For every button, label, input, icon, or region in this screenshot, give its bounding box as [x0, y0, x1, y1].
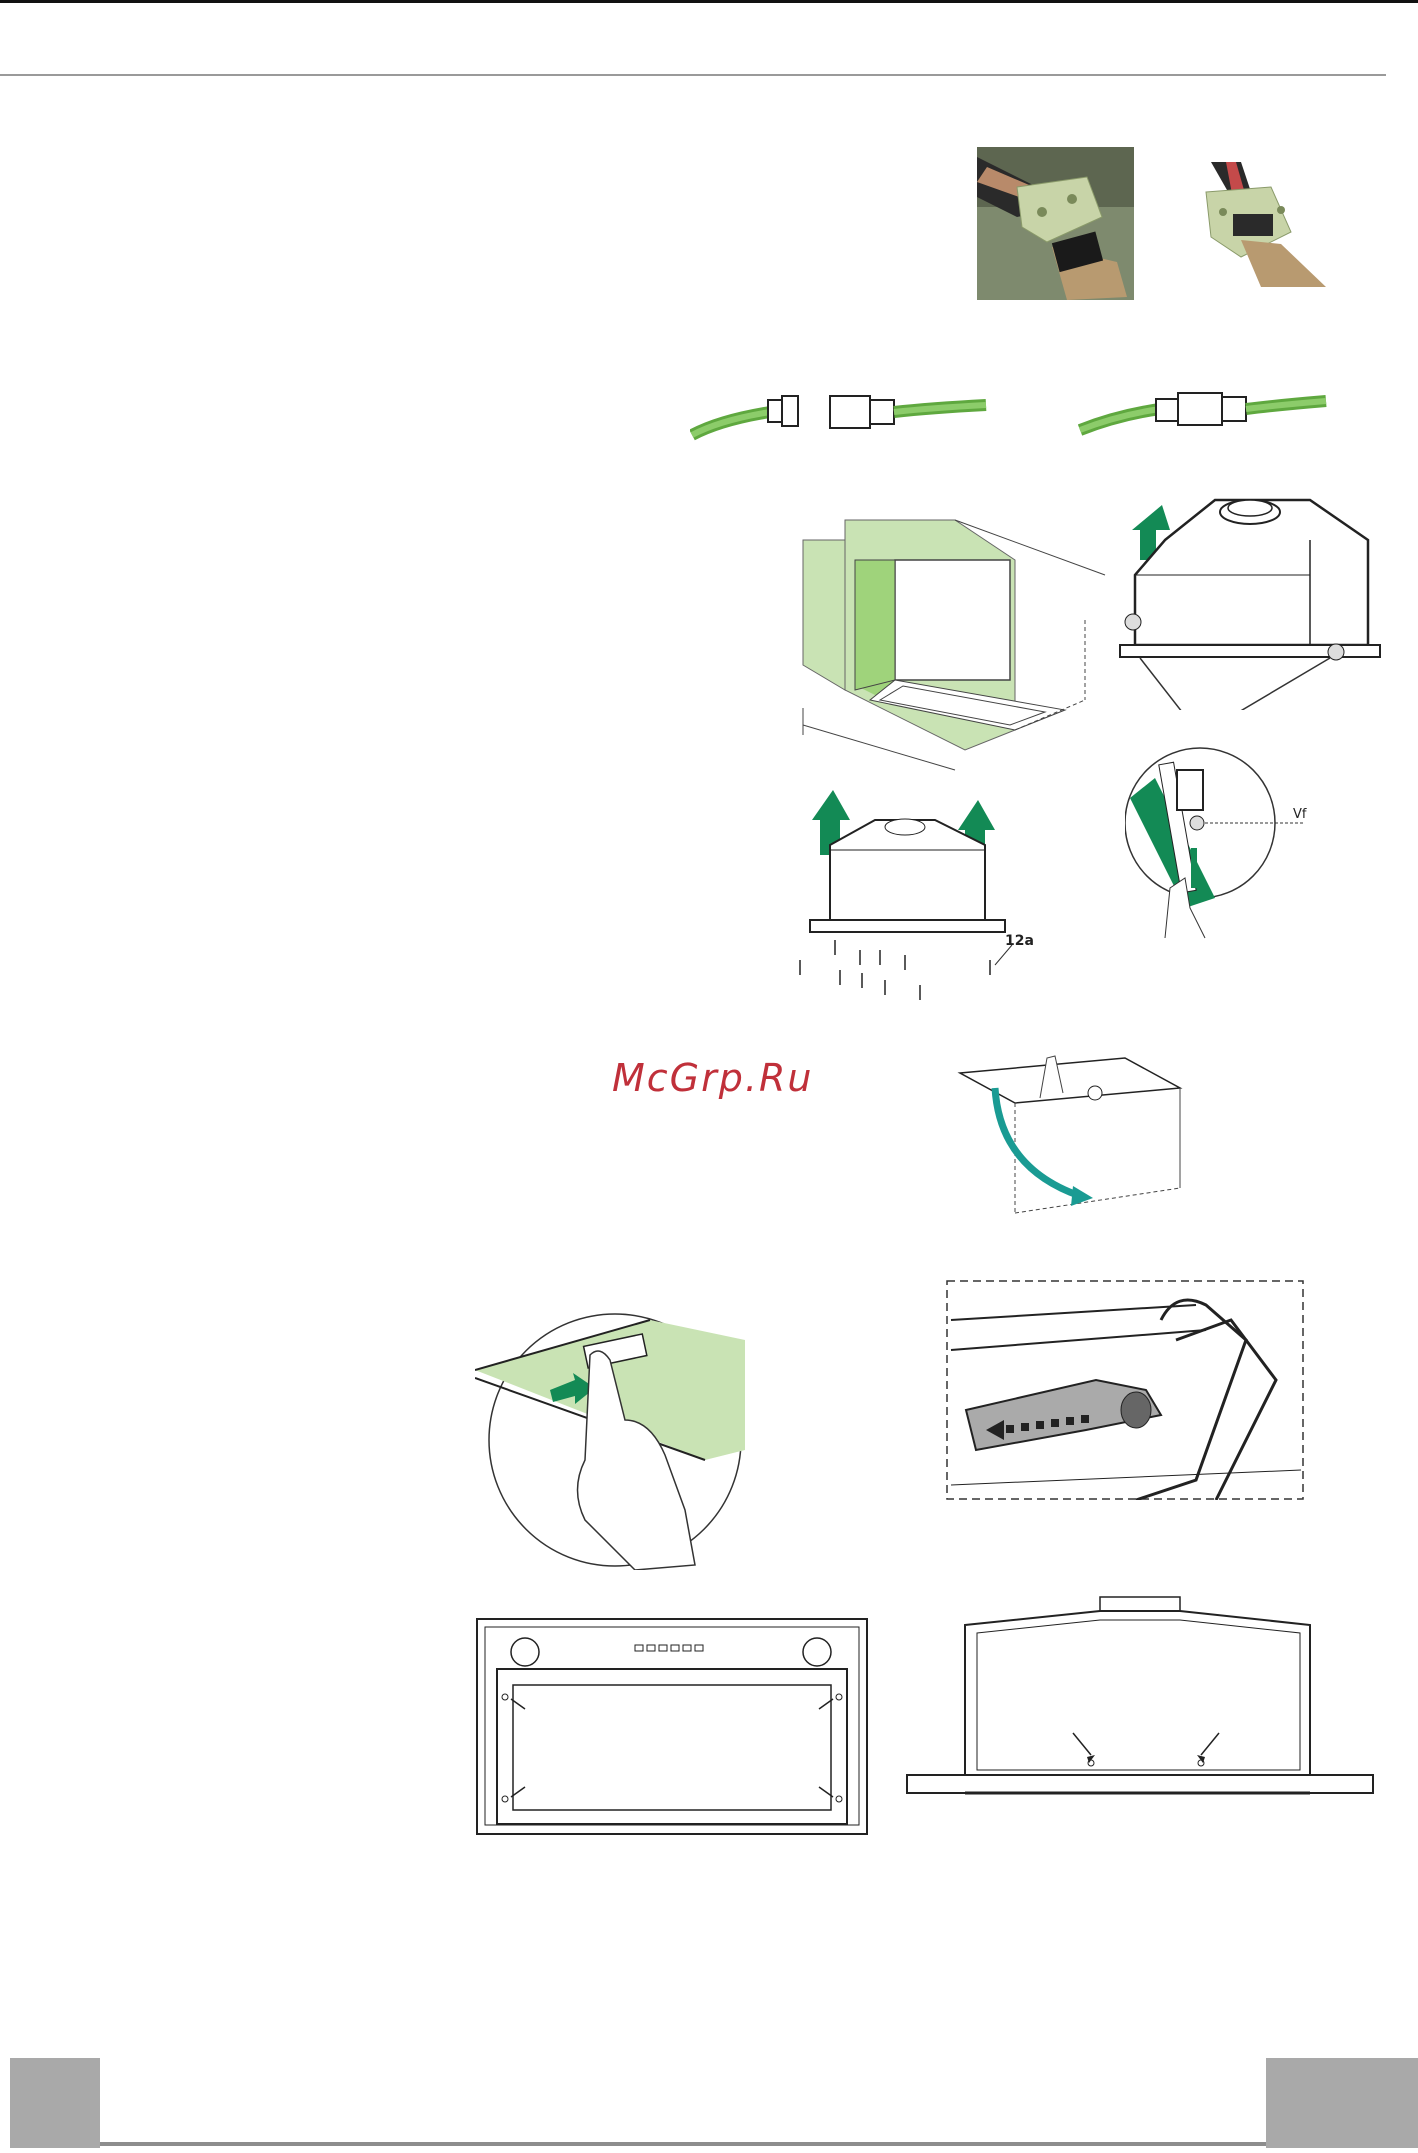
hood-front-view — [475, 1617, 870, 1837]
footer — [0, 2055, 1418, 2153]
hood-screws-diagram: 12a — [790, 775, 1040, 1005]
connector-photo-unplugged — [977, 147, 1134, 300]
latch-detail-diagram — [946, 1280, 1304, 1500]
cabinet-cutout-diagram — [795, 490, 1115, 775]
fixing-screw-detail: Vf — [1125, 738, 1325, 948]
footer-rule — [100, 2142, 1266, 2146]
cable-connector-unplugged — [690, 390, 990, 445]
part-12a-label: 12a — [1005, 933, 1034, 949]
panel-opening-diagram — [955, 1048, 1185, 1218]
watermark: McGrp.Ru — [612, 1056, 813, 1100]
top-rule — [0, 0, 1418, 3]
hood-insertion-diagram — [1110, 480, 1400, 710]
hood-side-view — [905, 1595, 1375, 1800]
cable-connector-plugged — [1078, 385, 1328, 440]
vf-label: Vf — [1293, 807, 1307, 822]
footer-right-block — [1266, 2058, 1418, 2148]
footer-left-block — [10, 2058, 100, 2148]
connector-photo-plugged — [1171, 162, 1329, 287]
header-rule — [0, 74, 1386, 76]
finger-push-diagram — [475, 1310, 745, 1570]
